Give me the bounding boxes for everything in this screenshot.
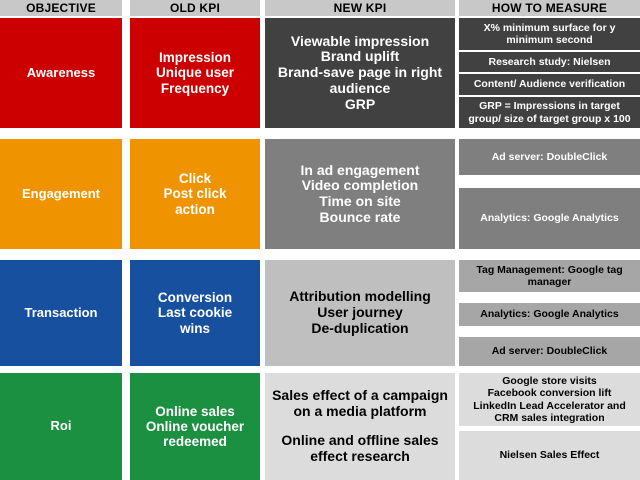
table-row: Awareness <box>0 18 122 128</box>
measure-box: Ad server: DoubleClick <box>459 337 640 366</box>
column-header-new-kpi: NEW KPI <box>265 0 455 16</box>
column-header-objective: OBJECTIVE <box>0 0 122 16</box>
new-kpi-line: Sales effect of a campaign on a media pl… <box>272 387 448 420</box>
measure-box: Nielsen Sales Effect <box>459 431 640 480</box>
new-kpi-line: Online and offline sales effect research <box>281 432 439 464</box>
table-row: Engagement <box>0 139 122 249</box>
column-header-old-kpi: OLD KPI <box>130 0 260 16</box>
new-kpi-cell-roi: Sales effect of a campaign on a media pl… <box>265 373 455 480</box>
measure-box: Analytics: Google Analytics <box>459 188 640 249</box>
table-row: Transaction <box>0 260 122 366</box>
measure-box: GRP = Impressions in target group/ size … <box>459 97 640 128</box>
measure-box: Analytics: Google Analytics <box>459 303 640 326</box>
measure-box: Content/ Audience verification <box>459 74 640 95</box>
measure-box: Ad server: DoubleClick <box>459 139 640 175</box>
table-row: Roi <box>0 373 122 480</box>
table-header-row: OBJECTIVE OLD KPI NEW KPI HOW TO MEASURE <box>0 0 640 16</box>
measure-box: X% minimum surface for y minimum second <box>459 18 640 50</box>
measure-box: Research study: Nielsen <box>459 52 640 72</box>
measure-box: Tag Management: Google tag manager <box>459 260 640 292</box>
column-header-how-to-measure: HOW TO MEASURE <box>459 0 640 16</box>
